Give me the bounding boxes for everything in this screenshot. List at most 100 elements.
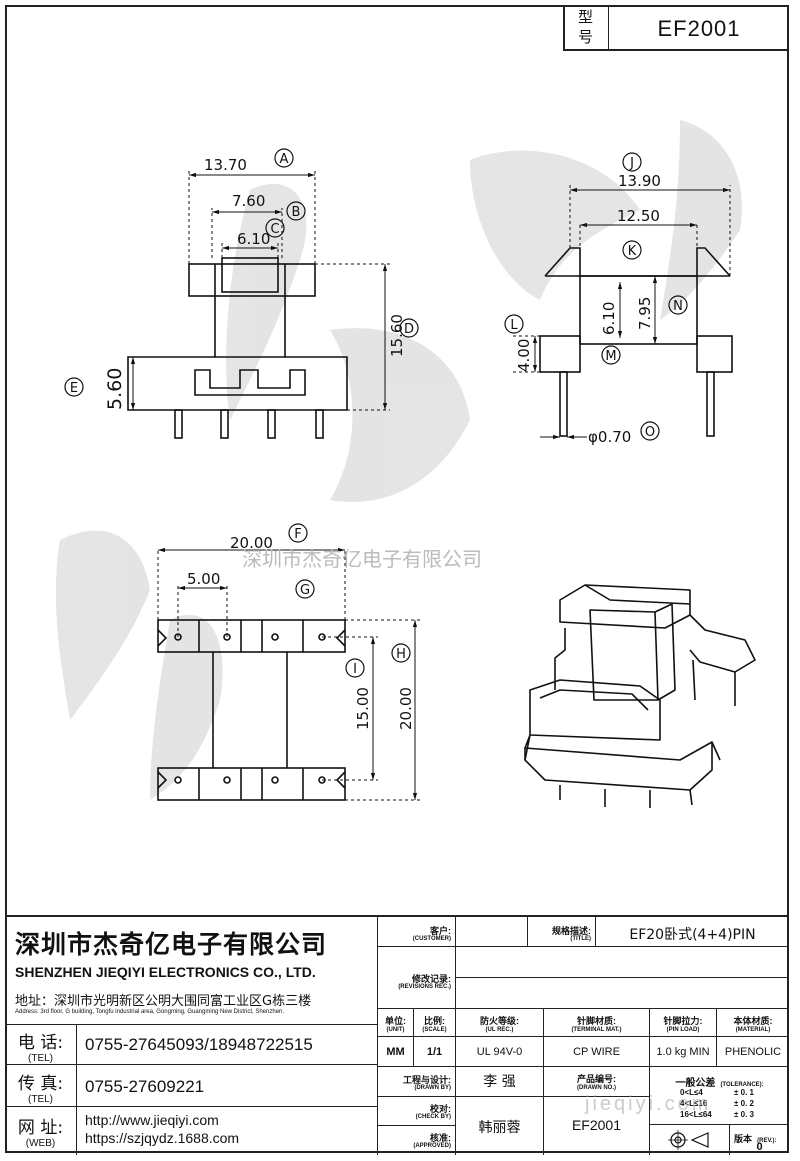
revisions-row-1: [456, 947, 789, 978]
terminal-label-cell: 针脚材质: (TERMINAL MAT.): [544, 1009, 650, 1037]
material-value: PHENOLIC: [717, 1037, 789, 1067]
dim-E-value: 5.60: [104, 368, 126, 410]
drawn-label-cell: 工程与设计: (DRAWN BY): [378, 1067, 456, 1097]
marker-L: L: [504, 314, 524, 334]
title-label-cell: 规格描述: (TITLE): [528, 917, 596, 947]
marker-N: N: [668, 295, 688, 315]
ulrec-sub: (UL REC.): [485, 1027, 514, 1033]
rev-sub: (REV.):: [757, 1138, 777, 1144]
dim-B-value: 7.60: [232, 192, 265, 210]
tel-value-cell: 0755-27645093/18948722515: [77, 1025, 378, 1065]
svg-text:K: K: [628, 244, 637, 259]
material-label: 本体材质:: [733, 1016, 773, 1026]
web-sub: (WEB): [25, 1138, 56, 1149]
dim-A-value: 13.70: [204, 156, 247, 174]
unit-sub: (UNIT): [386, 1027, 405, 1033]
dim-C-value: 6.10: [237, 230, 270, 248]
dim-G-value: 5.00: [187, 570, 220, 588]
svg-text:I: I: [353, 662, 357, 677]
tolerance-label: 一般公差: [675, 1078, 716, 1089]
technical-drawing: 13.70 7.60 6.10 15.60 5.60 13.90 12.50 6…: [55, 120, 756, 808]
top-left-dim-lines: [130, 172, 388, 410]
fax-sub: (TEL): [28, 1094, 53, 1105]
approved-label: 核准:: [430, 1133, 451, 1143]
customer-value-cell: [456, 917, 528, 947]
customer-sub: (CUSTOMER): [412, 936, 451, 942]
ulrec-value: UL 94V-0: [456, 1037, 544, 1067]
drawing-no-label-cell: 产品编号: (DRAWN NO.): [544, 1067, 650, 1097]
tel-label: 电 话:: [17, 1033, 64, 1053]
terminal-value: CP WIRE: [544, 1037, 650, 1067]
title-label: 规格描述:: [552, 926, 591, 936]
model-value: EF2001: [657, 16, 741, 41]
svg-text:O: O: [645, 425, 655, 440]
dim-F-value: 20.00: [230, 534, 273, 552]
drawing-no-sub: (DRAWN NO.): [577, 1085, 616, 1091]
drawn-sub: (DRAWN BY): [414, 1085, 451, 1091]
marker-F: F: [288, 523, 308, 543]
marker-G: G: [295, 579, 315, 599]
bottom-dims: [157, 550, 420, 801]
customer-label-cell: 客户: (CUSTOMER): [378, 917, 456, 947]
dim-K-value: 12.50: [617, 207, 660, 225]
svg-text:M: M: [605, 349, 616, 364]
unit-label-cell: 单位: (UNIT): [378, 1009, 414, 1037]
scale-label: 比例:: [424, 1016, 445, 1026]
company-name-en: SHENZHEN JIEQIYI ELECTRONICS CO., LTD.: [15, 964, 316, 980]
dim-N2-value: 7.95: [636, 297, 654, 330]
scale-sub: (SCALE): [422, 1027, 447, 1033]
terminal-label: 针脚材质:: [577, 1016, 616, 1026]
web-link-1[interactable]: http://www.jieqiyi.com: [85, 1112, 219, 1128]
rev-cell: 版本 (REV.): 0: [730, 1125, 789, 1155]
dim-N1-value: 6.10: [600, 302, 618, 335]
approved-label-cell: 核准: (APPROVED): [378, 1126, 456, 1155]
svg-text:E: E: [70, 381, 78, 396]
tolerance-row: 4<L≤16± 0. 2: [680, 1099, 754, 1108]
drawn-value: 李 强: [483, 1074, 516, 1090]
marker-B: B: [286, 201, 306, 221]
tel-sub: (TEL): [28, 1053, 53, 1064]
customer-label: 客户:: [430, 926, 451, 936]
tel-label-cell: 电 话: (TEL): [5, 1025, 77, 1065]
company-name-cn: 深圳市杰奇亿电子有限公司: [15, 930, 328, 959]
model-label: 型号: [578, 8, 594, 46]
top-right-dims: [510, 185, 731, 373]
title-value: EF20卧式(4+4)PIN: [629, 927, 756, 943]
svg-text:F: F: [294, 527, 301, 542]
svg-text:N: N: [673, 299, 683, 314]
check-sub: (CHECK BY): [415, 1114, 451, 1120]
tel-value: 0755-27645093/18948722515: [85, 1035, 313, 1054]
revisions-label: 修改记录:: [412, 974, 451, 984]
rev-label: 版本: [734, 1135, 753, 1145]
top-right-view: [539, 247, 733, 437]
pinload-label: 针脚拉力:: [663, 1016, 703, 1026]
pinload-sub: (PIN LOAD): [666, 1027, 700, 1033]
svg-text:D: D: [404, 322, 414, 337]
company-address-en: Address: 3rd floor, G building, Tongfu i…: [15, 1009, 285, 1015]
marker-M: M: [601, 345, 621, 365]
svg-text:B: B: [292, 205, 301, 220]
marker-A: A: [274, 148, 294, 168]
dim-H-value: 20.00: [397, 687, 415, 730]
check-label-cell: 校对: (CHECK BY): [378, 1097, 456, 1126]
bottom-view: [157, 619, 346, 801]
fax-value-cell: 0755-27609221: [77, 1065, 378, 1107]
fax-label: 传 真:: [17, 1074, 64, 1094]
dim-O-value: φ0.70: [588, 428, 631, 446]
terminal-sub: (TERMINAL MAT.): [571, 1027, 622, 1033]
unit-label: 单位:: [385, 1016, 406, 1026]
marker-I: I: [345, 658, 365, 678]
unit-value: MM: [378, 1037, 414, 1067]
projection-symbol-cell: [650, 1125, 730, 1155]
title-value-cell: EF20卧式(4+4)PIN: [596, 917, 789, 947]
approved-sub: (APPROVED): [413, 1143, 451, 1149]
drawn-label: 工程与设计:: [403, 1075, 451, 1085]
drawn-value-cell: 李 强: [456, 1067, 544, 1097]
marker-K: K: [622, 240, 642, 260]
web-link-2[interactable]: https://szjqydz.1688.com: [85, 1130, 240, 1146]
scale-label-cell: 比例: (SCALE): [414, 1009, 456, 1037]
company-address-cn: 地址：深圳市光明新区公明大围同富工业区G栋三楼: [15, 994, 312, 1009]
pinload-value: 1.0 kg MIN: [650, 1037, 717, 1067]
watermark-text: 深圳市杰奇亿电子有限公司: [242, 547, 482, 571]
tolerance-row: 0<L≤4± 0. 1: [680, 1088, 754, 1097]
